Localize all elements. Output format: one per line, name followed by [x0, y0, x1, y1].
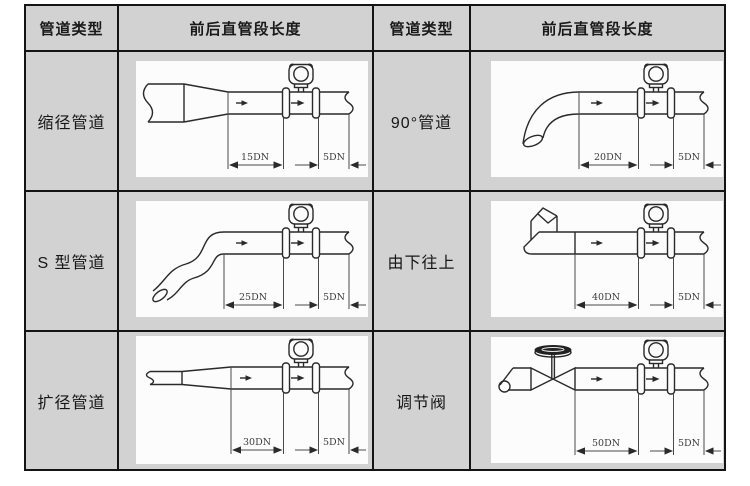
upstream-dim-label: 20DN: [594, 152, 622, 163]
pipe-type-label: 90°管道: [374, 52, 469, 190]
upstream-dim-label: 30DN: [243, 437, 271, 448]
diagram-control-valve: 50DN 5DN: [491, 337, 723, 463]
upstream-dimension: 30DN 5DN: [230, 367, 345, 454]
diagram-cell: 30DN 5DN: [119, 332, 372, 469]
downstream-dim-label: 5DN: [323, 152, 345, 163]
upstream-dim-label: 50DN: [592, 438, 620, 449]
diagram-cell: 50DN 5DN: [471, 332, 724, 469]
elbow-pipe-shape: [522, 91, 638, 148]
pipe-type-label: S 型管道: [26, 192, 117, 330]
flowmeter: [636, 63, 709, 119]
pipe-type-label: 缩径管道: [26, 52, 117, 190]
downstream-dim-label: 5DN: [323, 292, 345, 303]
valve-pipe-shape: [498, 345, 638, 393]
downstream-dim-label: 5DN: [678, 438, 700, 449]
upstream-dimension: 40DN 5DN: [574, 254, 700, 309]
expander-pipe-shape: [145, 366, 283, 390]
diagram-cell: 15DN 5DN: [119, 52, 372, 190]
riser-pipe-shape: [523, 207, 638, 255]
reducer-pipe-shape: [142, 83, 283, 123]
diagram-expanding-pipe: 30DN 5DN: [136, 336, 368, 464]
upstream-dimension: 25DN 5DN: [223, 254, 345, 309]
header-pipe-type-left: 管道类型: [26, 6, 117, 50]
pipe-type-label: 由下往上: [374, 192, 469, 330]
pipe-type-label: 扩径管道: [26, 332, 117, 469]
diagram-90-degree-elbow: 20DN 5DN: [491, 61, 723, 177]
diagram-s-shaped-pipe: 25DN 5DN: [136, 201, 368, 317]
diagram-cell: 40DN 5DN: [471, 192, 724, 330]
upstream-dimension: 50DN 5DN: [574, 390, 700, 455]
header-pipe-type-right: 管道类型: [374, 6, 469, 50]
flowmeter: [636, 339, 709, 395]
pipe-installation-table: 管道类型 前后直管段长度 管道类型 前后直管段长度 缩径管道: [24, 4, 726, 471]
upstream-dim-label: 40DN: [592, 292, 620, 303]
flowmeter: [281, 203, 354, 259]
upstream-dimension: 20DN 5DN: [578, 92, 700, 169]
diagram-cell: 25DN 5DN: [119, 192, 372, 330]
flowmeter: [636, 203, 709, 259]
diagram-reducing-pipe: 15DN 5DN: [136, 61, 368, 177]
flowmeter: [281, 63, 354, 119]
diagram-cell: 20DN 5DN: [471, 52, 724, 190]
pipe-type-label: 调节阀: [374, 332, 469, 469]
s-pipe-shape: [152, 231, 283, 303]
downstream-dim-label: 5DN: [323, 437, 345, 448]
flowmeter: [281, 338, 354, 394]
downstream-dim-label: 5DN: [678, 152, 700, 163]
header-straight-length-right: 前后直管段长度: [471, 6, 724, 50]
upstream-dim-label: 15DN: [241, 152, 269, 163]
upstream-dimension: 15DN 5DN: [227, 92, 345, 169]
diagram-bottom-to-top: 40DN 5DN: [491, 201, 723, 317]
downstream-dim-label: 5DN: [678, 292, 700, 303]
upstream-dim-label: 25DN: [239, 292, 267, 303]
header-straight-length-left: 前后直管段长度: [119, 6, 372, 50]
